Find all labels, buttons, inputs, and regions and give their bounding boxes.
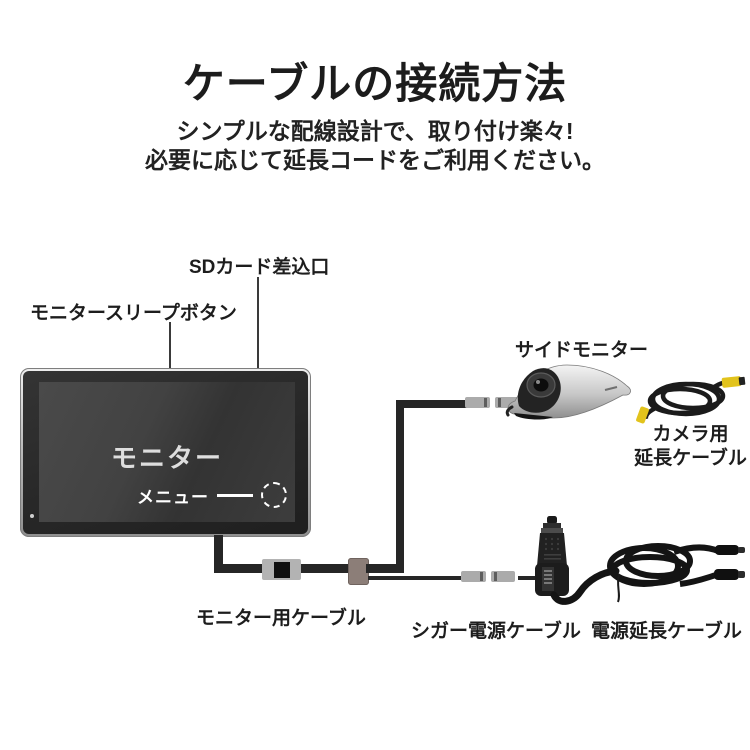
label-camera-extension-cable: カメラ用 延長ケーブル xyxy=(633,423,748,471)
subtitle-line-2: 必要に応じて延長コードをご利用ください。 xyxy=(145,147,605,173)
junction-output-segment xyxy=(366,564,404,573)
label-side-monitor: サイドモニター xyxy=(515,340,649,361)
male-plug-icon xyxy=(491,571,515,582)
monitor-cable-connector xyxy=(262,559,301,580)
leader-line-sd-card-slot xyxy=(257,277,259,368)
page-title: ケーブルの接続方法 xyxy=(182,60,568,107)
side-monitor-plug-pair xyxy=(465,397,519,408)
female-plug-icon xyxy=(465,397,490,408)
cigar-power-plug-and-extension-cable-icon xyxy=(535,516,745,605)
side-monitor-cable-horizontal-segment xyxy=(396,400,467,408)
camera-extension-cable-icon xyxy=(636,376,746,424)
power-led-icon xyxy=(30,514,34,518)
label-monitor-sleep-button: モニタースリープボタン xyxy=(30,303,237,324)
power-cable-segment-2 xyxy=(518,576,537,580)
monitor-screen-label: モニター xyxy=(110,443,223,473)
label-camera-extension-line2: 延長ケーブル xyxy=(634,447,747,469)
power-cable-segment xyxy=(368,576,463,580)
menu-callout: メニュー xyxy=(137,482,287,508)
label-power-extension-cable: 電源延長ケーブル xyxy=(591,621,742,642)
label-cigar-power-cable: シガー電源ケーブル xyxy=(411,621,581,642)
monitor-cable-vertical-segment xyxy=(214,535,223,571)
monitor-device: モニター メニュー xyxy=(20,368,311,537)
label-monitor-cable: モニター用ケーブル xyxy=(196,608,366,629)
side-monitor-cable-vertical-segment xyxy=(396,400,404,570)
cable-junction-box xyxy=(348,558,369,585)
monitor-screen: モニター メニュー xyxy=(39,382,295,522)
menu-label: メニュー xyxy=(137,487,209,507)
power-plug-pair xyxy=(461,571,515,582)
label-sd-card-slot: SDカード差込口 xyxy=(189,257,330,278)
menu-button-circle-icon xyxy=(261,482,287,508)
monitor-bezel: モニター メニュー xyxy=(23,371,308,534)
leader-line-sleep-button xyxy=(169,322,171,368)
connector-pin xyxy=(273,561,290,578)
male-plug-icon xyxy=(495,397,519,408)
label-camera-extension-line1: カメラ用 xyxy=(652,424,729,445)
female-plug-icon xyxy=(461,571,486,582)
side-monitor-camera-icon xyxy=(505,364,631,420)
subtitle-line-1: シンプルな配線設計で、取り付け楽々! xyxy=(176,118,574,144)
menu-leader-line xyxy=(217,493,253,497)
